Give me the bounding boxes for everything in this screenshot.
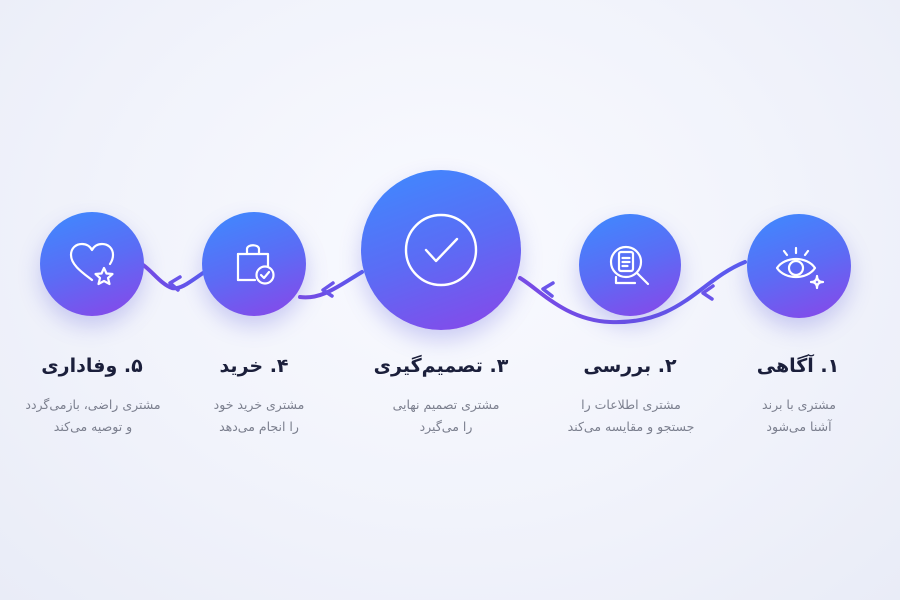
step-1-circle: [747, 214, 851, 318]
step-5-description-line-1: مشتری راضی، بازمی‌گردد: [25, 397, 161, 412]
step-1-description: مشتری با برند آشنا می‌شود: [762, 394, 836, 438]
step-5-title: ۵. وفاداری: [41, 355, 143, 377]
step-2-title: ۲. بررسی: [583, 355, 677, 377]
checkmark-circle-icon: [404, 213, 478, 287]
shopping-bag-check-icon: [236, 244, 275, 285]
connector-arrow: [541, 281, 555, 298]
step-2-description: مشتری اطلاعات را جستجو و مقایسه می‌کند: [568, 394, 695, 438]
step-5-circle: [40, 212, 144, 316]
step-3-circle: [361, 170, 521, 330]
eye-sparkle-icon: [775, 246, 825, 290]
connector-arrow: [168, 275, 182, 292]
connector-line: [298, 270, 364, 300]
step-4-circle: [202, 212, 306, 316]
document-search-icon: [609, 245, 650, 286]
step-4-description: مشتری خرید خود را انجام می‌دهد: [214, 394, 305, 438]
step-2-description-line-1: مشتری اطلاعات را: [581, 397, 681, 412]
step-3-description-line-2: را می‌گیرد: [419, 419, 473, 434]
step-1-title: ۱. آگاهی: [756, 355, 840, 377]
connector-arrow: [701, 284, 715, 301]
step-4-title: ۴. خرید: [219, 355, 289, 377]
connector-arrow: [321, 281, 335, 298]
step-3-description-line-1: مشتری تصمیم نهایی: [392, 397, 500, 412]
connector-line: [138, 261, 205, 291]
step-2-description-line-2: جستجو و مقایسه می‌کند: [567, 419, 695, 434]
step-3-title: ۳. تصمیم‌گیری: [373, 355, 509, 377]
step-1-description-line-1: مشتری با برند: [762, 397, 836, 412]
step-5-description-line-2: و توصیه می‌کند: [53, 419, 133, 434]
step-3-description: مشتری تصمیم نهایی را می‌گیرد: [393, 394, 500, 438]
connector-line: [518, 260, 747, 325]
step-4-description-line-2: را انجام می‌دهد: [219, 419, 299, 434]
step-2-circle: [579, 214, 681, 316]
step-4-description-line-1: مشتری خرید خود: [213, 397, 305, 412]
step-1-description-line-2: آشنا می‌شود: [766, 419, 832, 434]
step-5-description: مشتری راضی، بازمی‌گردد و توصیه می‌کند: [25, 394, 160, 438]
heart-star-icon: [69, 242, 115, 286]
